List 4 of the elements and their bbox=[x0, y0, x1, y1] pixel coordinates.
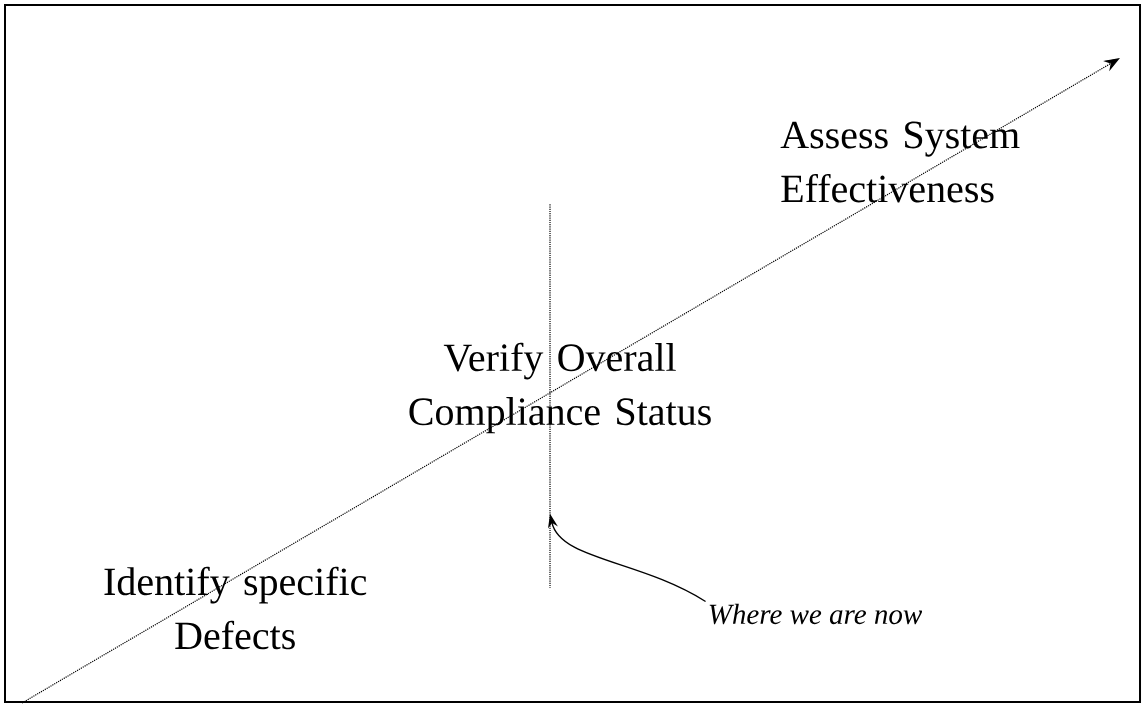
stage-label: Verify Overall Compliance Status bbox=[409, 342, 711, 434]
stage-label: Identify specific Defects bbox=[104, 566, 367, 650]
marker-line bbox=[549, 203, 551, 589]
note-text: Where we are now bbox=[709, 603, 923, 625]
